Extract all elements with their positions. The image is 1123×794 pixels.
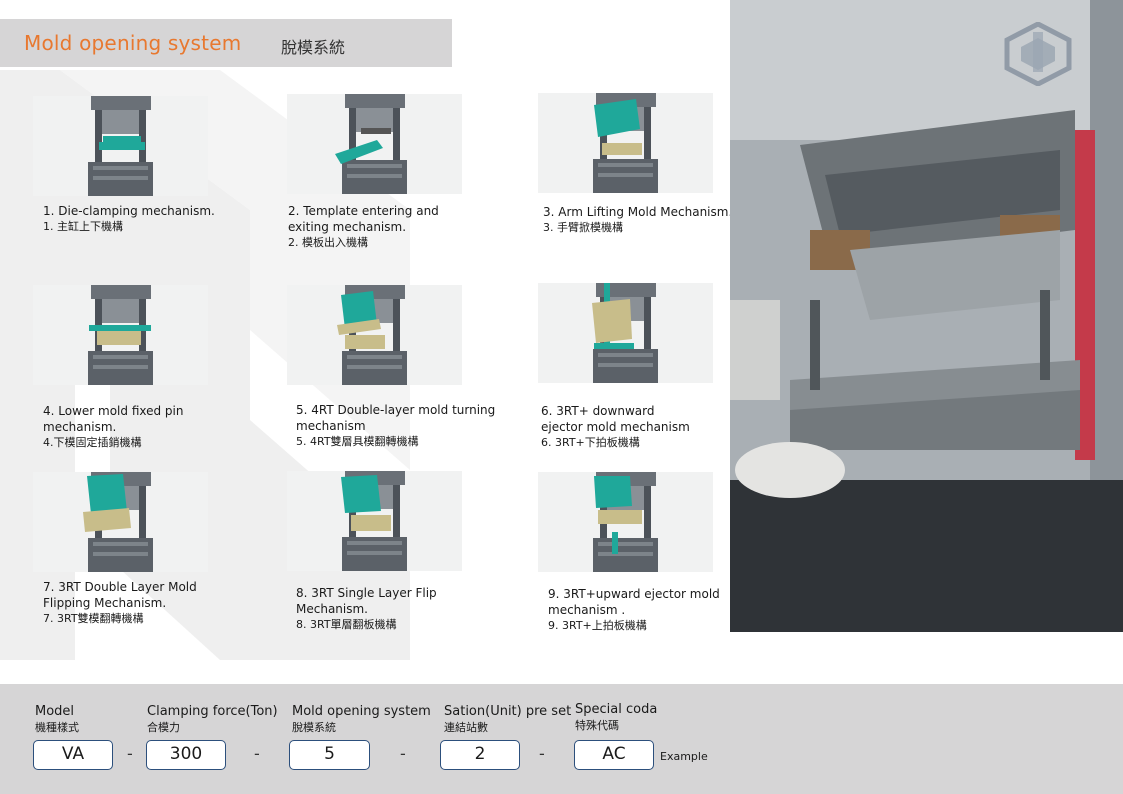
code-box-station: 2 xyxy=(440,740,520,770)
mechanism-caption-line: Flipping Mechanism. xyxy=(43,596,167,610)
mechanism-image-3 xyxy=(538,93,713,193)
machine-photo xyxy=(730,0,1123,632)
mechanism-caption-line: 3. Arm Lifting Mold Mechanism. xyxy=(543,205,733,219)
mechanism-image-7 xyxy=(33,472,208,572)
mechanism-caption-line: 3. 手臂掀模機構 xyxy=(543,221,623,234)
machine-photo-illustration xyxy=(730,0,1123,632)
mechanism-caption-line: 9. 3RT+upward ejector mold xyxy=(548,587,720,601)
mechanism-caption-line: mechanism xyxy=(296,419,366,433)
code-separator: - xyxy=(254,744,260,763)
mechanism-caption-line: 2. Template entering and xyxy=(288,204,439,218)
code-separator: - xyxy=(400,744,406,763)
code-label-clamping-force: Clamping force(Ton)合模力 xyxy=(147,704,278,734)
mechanism-image-5 xyxy=(287,285,462,385)
mechanism-image-2 xyxy=(287,94,462,194)
example-label: Example xyxy=(660,750,708,763)
mechanism-caption-6: 6. 3RT+ downward ejector mold mechanism 6.… xyxy=(541,403,771,451)
company-logo-icon xyxy=(1004,22,1072,86)
mechanism-caption-line: exiting mechanism. xyxy=(288,220,407,234)
code-box-model: VA xyxy=(33,740,113,770)
mechanism-image-9 xyxy=(538,472,713,572)
mechanism-caption-line: Mechanism. xyxy=(296,602,368,616)
code-box-clamping-force: 300 xyxy=(146,740,226,770)
mechanism-caption-line: 1. Die-clamping mechanism. xyxy=(43,204,215,218)
title-bar: Mold opening system 脫模系統 xyxy=(0,19,452,67)
mechanism-caption-1: 1. Die-clamping mechanism. 1. 主缸上下機構 xyxy=(43,203,273,235)
page-title: Mold opening system xyxy=(24,31,242,55)
mechanism-caption-line: 4. Lower mold fixed pin xyxy=(43,404,184,418)
mechanism-caption-line: 5. 4RT Double-layer mold turning xyxy=(296,403,496,417)
mechanism-caption-2: 2. Template entering and exiting mechanis… xyxy=(288,203,518,251)
mechanism-caption-line: 4.下模固定插銷機構 xyxy=(43,436,142,449)
mechanism-image-1 xyxy=(33,96,208,196)
mechanism-caption-9: 9. 3RT+upward ejector mold mechanism . 9. … xyxy=(548,586,778,634)
mechanism-image-8 xyxy=(287,471,462,571)
code-separator: - xyxy=(127,744,133,763)
code-separator: - xyxy=(539,744,545,763)
mechanism-caption-line: 6. 3RT+ downward xyxy=(541,404,655,418)
mechanism-caption-line: mechanism . xyxy=(548,603,626,617)
page-title-zh: 脫模系統 xyxy=(281,38,346,57)
mechanism-caption-line: 8. 3RT Single Layer Flip xyxy=(296,586,437,600)
mechanism-caption-line: 5. 4RT雙層具模翻轉機構 xyxy=(296,435,419,448)
mechanism-caption-line: 9. 3RT+上拍板機構 xyxy=(548,619,647,632)
mechanism-image-4 xyxy=(33,285,208,385)
mechanism-caption-line: ejector mold mechanism xyxy=(541,420,690,434)
mechanism-caption-5: 5. 4RT Double-layer mold turning mechanis… xyxy=(296,402,526,450)
mechanism-caption-4: 4. Lower mold fixed pin mechanism. 4.下模固定插… xyxy=(43,403,273,451)
mechanism-caption-line: 7. 3RT Double Layer Mold xyxy=(43,580,197,594)
mechanism-caption-line: 8. 3RT單層翻板機構 xyxy=(296,618,397,631)
mechanism-caption-line: 7. 3RT雙模翻轉機構 xyxy=(43,612,144,625)
code-box-mold-opening: 5 xyxy=(289,740,370,770)
mechanism-caption-3: 3. Arm Lifting Mold Mechanism. 3. 手臂掀模機構 xyxy=(543,204,773,236)
mechanism-caption-line: 1. 主缸上下機構 xyxy=(43,220,123,233)
mechanism-caption-line: 2. 模板出入機構 xyxy=(288,236,368,249)
mechanism-caption-line: 6. 3RT+下拍板機構 xyxy=(541,436,640,449)
code-box-special: AC xyxy=(574,740,654,770)
mechanism-image-6 xyxy=(538,283,713,383)
mechanism-caption-line: mechanism. xyxy=(43,420,117,434)
